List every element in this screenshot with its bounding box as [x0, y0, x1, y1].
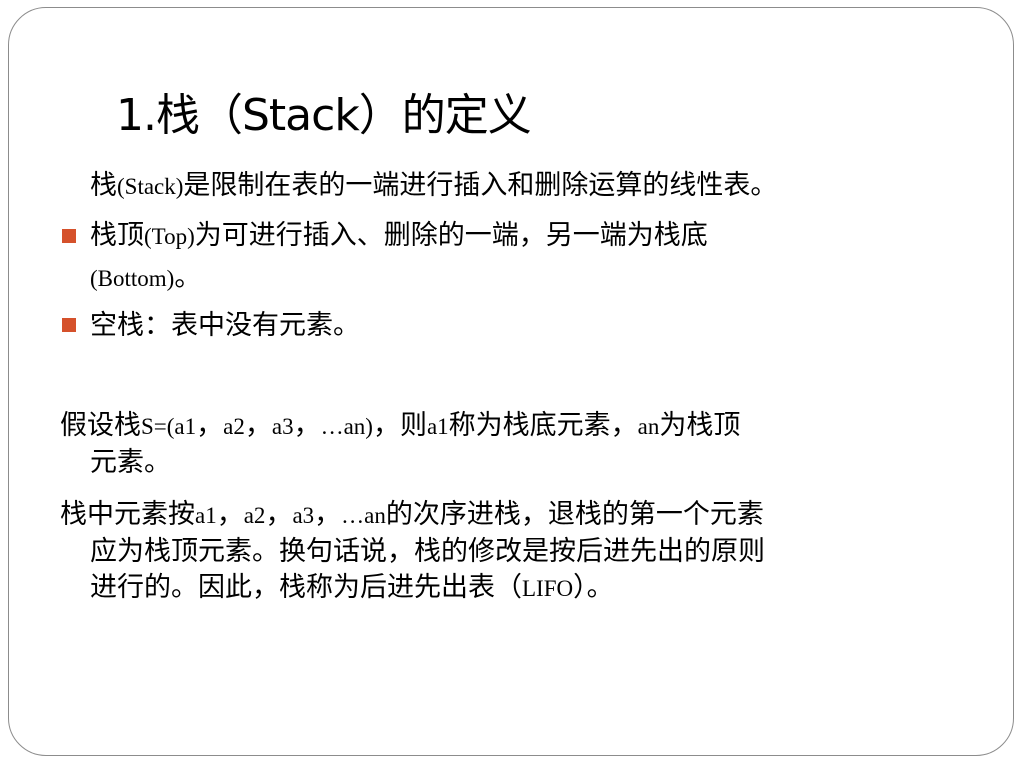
- text-segment: 栈中元素按: [60, 499, 195, 530]
- text-segment: a2: [223, 414, 245, 439]
- text-line: 进行的。因此，栈称为后进先出表（LIFO）。: [60, 570, 765, 607]
- text-segment: ，: [216, 499, 244, 530]
- text-segment: a2: [243, 503, 266, 528]
- text-segment: …an: [341, 503, 386, 528]
- text-segment: 为可进行插入、删除的一端，另一端为栈底: [194, 220, 708, 251]
- text-segment: 假设栈: [60, 410, 141, 441]
- text-segment: 栈: [90, 170, 117, 201]
- text-segment: LIFO: [522, 576, 574, 601]
- text-segment: 应为栈顶元素。换句话说，栈的修改是按后进先出的原则: [90, 536, 765, 567]
- stack-top-bullet: 栈顶(Top)为可进行插入、删除的一端，另一端为栈底: [90, 218, 708, 255]
- text-segment: ，: [265, 499, 293, 530]
- text-segment: a3: [271, 414, 294, 439]
- text-segment: ，: [196, 410, 224, 441]
- text-segment: 为栈顶: [659, 410, 741, 441]
- slide-frame: [8, 7, 1014, 756]
- text-segment: a1: [426, 414, 449, 439]
- text-segment: (Bottom): [90, 266, 175, 291]
- stack-example-paragraph: 假设栈S=(a1，a2，a3，…an)，则a1称为栈底元素，an为栈顶元素。: [60, 408, 740, 481]
- text-segment: ，: [314, 499, 342, 530]
- text-segment: S=(a1: [141, 414, 197, 439]
- definition-paragraph: 栈(Stack)是限制在表的一端进行插入和删除运算的线性表。: [90, 168, 777, 205]
- text-segment: …an): [320, 414, 373, 439]
- stack-top-bullet-continuation: (Bottom)。: [90, 260, 201, 297]
- text-segment: 的次序进栈，退栈的第一个元素: [385, 499, 764, 530]
- text-segment: a1: [195, 503, 217, 528]
- text-segment: ，则: [372, 410, 427, 441]
- text-segment: 进行的。因此，栈称为后进先出表（: [90, 572, 522, 603]
- text-segment: (Top): [144, 224, 195, 249]
- slide-title: 1.栈（Stack）的定义: [116, 90, 532, 141]
- empty-stack-bullet: 空栈：表中没有元素。: [90, 310, 360, 341]
- text-segment: (Stack): [117, 174, 184, 199]
- text-segment: 栈顶: [90, 220, 144, 251]
- text-segment: 。: [174, 262, 202, 293]
- square-bullet-icon: [62, 229, 76, 243]
- text-segment: a3: [292, 503, 315, 528]
- text-segment: 是限制在表的一端进行插入和删除运算的线性表。: [183, 170, 778, 201]
- text-segment: 元素。: [90, 447, 171, 478]
- text-segment: ，: [293, 410, 321, 441]
- text-segment: an: [637, 414, 660, 439]
- lifo-paragraph: 栈中元素按a1，a2，a3，…an的次序进栈，退栈的第一个元素应为栈顶元素。换句…: [60, 497, 765, 607]
- square-bullet-icon: [62, 318, 76, 332]
- text-segment: 称为栈底元素，: [448, 410, 638, 441]
- text-segment: ，: [244, 410, 272, 441]
- text-segment: ）。: [573, 572, 614, 603]
